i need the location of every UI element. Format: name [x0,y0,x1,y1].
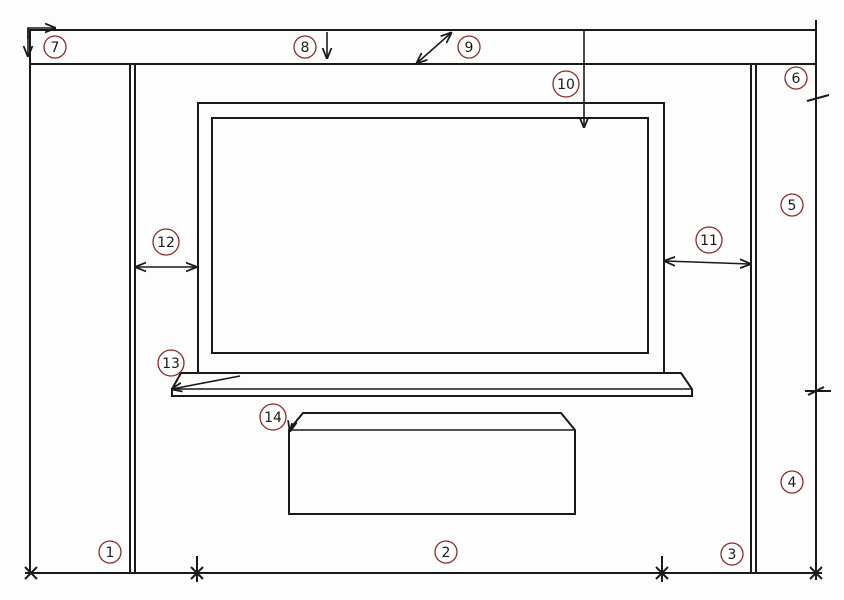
callout-6: 6 [784,66,808,90]
callout-8-label: 8 [301,40,310,56]
callout-13: 13 [157,349,185,377]
right-dimension-line [805,20,831,580]
callout-11-label: 11 [700,233,718,249]
callout-5-label: 5 [788,198,797,214]
callout-14: 14 [259,403,287,431]
callout-10: 10 [552,70,580,98]
callout-8: 8 [293,35,317,59]
callout-1: 1 [98,540,122,564]
callout-3-label: 3 [728,547,737,563]
callout-12-label: 12 [157,235,175,251]
callout-10-label: 10 [557,77,575,93]
callout-5: 5 [780,193,804,217]
callout-3: 3 [720,542,744,566]
callout-7: 7 [43,35,67,59]
callout-14-label: 14 [264,410,282,426]
callout-4-label: 4 [788,475,797,491]
callout-11: 11 [695,226,723,254]
callout-9-label: 9 [465,40,474,56]
media-cabinet [288,412,576,515]
right-panel [750,30,817,573]
callout-13-label: 13 [162,356,180,372]
callout-12: 12 [152,228,180,256]
leader-arrows [28,28,750,431]
callout-2-label: 2 [442,545,451,561]
callout-2: 2 [434,540,458,564]
callout-4: 4 [780,470,804,494]
callout-1-label: 1 [106,545,115,561]
left-panel [29,64,136,573]
callout-6-label: 6 [792,71,801,87]
top-beam [29,29,817,65]
bottom-dimension-line [24,556,823,582]
callout-7-label: 7 [51,40,60,56]
callout-9: 9 [457,35,481,59]
tv-shelf [171,372,693,397]
television [197,102,665,374]
